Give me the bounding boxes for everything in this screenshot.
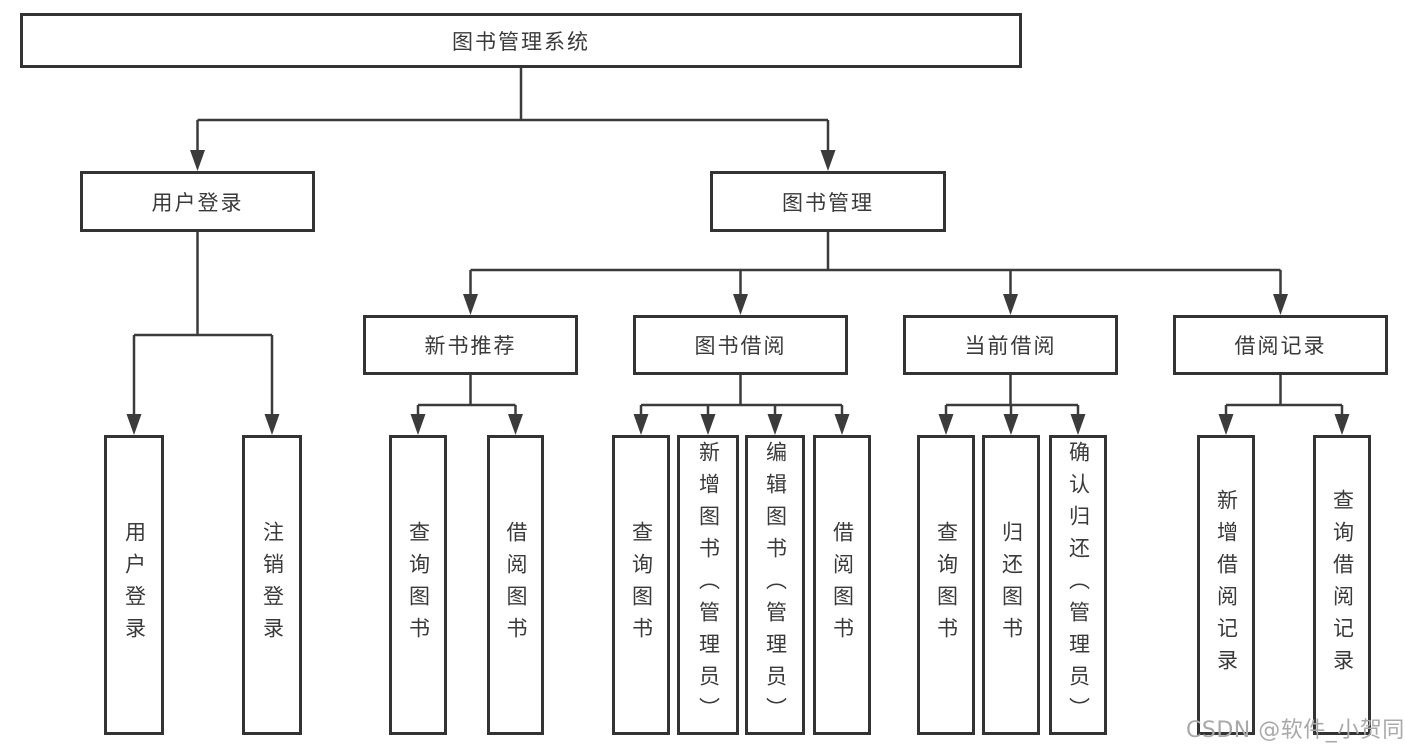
leaf-nb-borrow-books: 借阅图书 — [487, 435, 544, 735]
leaf-bb-edit-book-admin: 编辑图书（管理员） — [745, 435, 805, 735]
leaf-br-add-record: 新增借阅记录 — [1197, 435, 1255, 735]
leaf-cb-return-books-label: 归还图书 — [999, 521, 1024, 649]
node-borrow-records-label: 借阅记录 — [1234, 334, 1327, 358]
leaf-br-query-record: 查询借阅记录 — [1313, 435, 1371, 735]
leaf-bb-borrow-books-label: 借阅图书 — [830, 521, 855, 649]
leaf-nb-query-books: 查询图书 — [389, 435, 447, 735]
node-book-management: 图书管理 — [710, 171, 946, 232]
watermark: CSDN @软件_小贺同学 — [1186, 718, 1405, 743]
leaf-bb-query-books-label: 查询图书 — [629, 521, 654, 649]
leaf-cb-query-books: 查询图书 — [917, 435, 975, 735]
leaf-br-add-record-label: 新增借阅记录 — [1214, 489, 1239, 681]
leaf-user-login: 用户登录 — [104, 435, 164, 735]
connector-stroke-path — [132, 68, 1344, 416]
node-book-borrowing-label: 图书借阅 — [694, 334, 787, 358]
node-book-management-label: 图书管理 — [782, 190, 874, 215]
node-user-login-label: 用户登录 — [151, 190, 244, 215]
node-current-borrowing-label: 当前借阅 — [964, 334, 1057, 358]
node-new-book-recommend-label: 新书推荐 — [424, 334, 517, 358]
leaf-logout: 注销登录 — [242, 435, 302, 735]
leaf-cb-return-books: 归还图书 — [982, 435, 1040, 735]
node-root: 图书管理系统 — [20, 13, 1022, 68]
leaf-cb-confirm-return-admin-label: 确认归还（管理员） — [1066, 441, 1091, 729]
node-user-login: 用户登录 — [80, 171, 315, 232]
leaf-bb-borrow-books: 借阅图书 — [813, 435, 871, 735]
leaf-br-query-record-label: 查询借阅记录 — [1330, 489, 1355, 681]
leaf-nb-borrow-books-label: 借阅图书 — [504, 521, 529, 649]
leaf-nb-query-books-label: 查询图书 — [406, 521, 431, 649]
leaf-bb-add-book-admin-label: 新增图书（管理员） — [696, 441, 721, 729]
leaf-user-login-label: 用户登录 — [122, 521, 147, 649]
leaf-cb-confirm-return-admin: 确认归还（管理员） — [1049, 435, 1107, 735]
leaf-bb-query-books: 查询图书 — [612, 435, 670, 735]
leaf-logout-label: 注销登录 — [260, 521, 285, 649]
leaf-cb-query-books-label: 查询图书 — [934, 521, 959, 649]
node-root-label: 图书管理系统 — [452, 29, 590, 54]
node-new-book-recommend: 新书推荐 — [363, 315, 578, 375]
leaf-bb-add-book-admin: 新增图书（管理员） — [677, 435, 739, 735]
leaf-bb-edit-book-admin-label: 编辑图书（管理员） — [763, 441, 788, 729]
node-current-borrowing: 当前借阅 — [903, 315, 1118, 375]
node-borrow-records: 借阅记录 — [1173, 315, 1388, 375]
node-book-borrowing: 图书借阅 — [633, 315, 848, 375]
